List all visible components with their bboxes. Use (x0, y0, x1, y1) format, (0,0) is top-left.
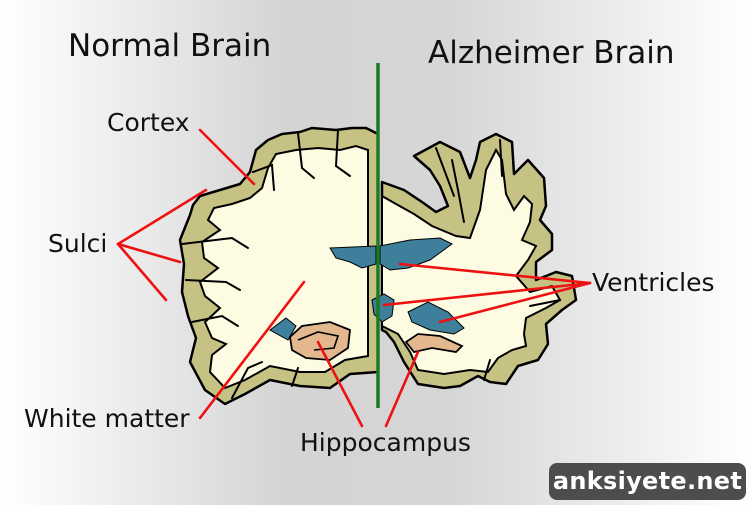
pointer-sulci-1 (116, 188, 208, 246)
normal-hippocampus-curl (297, 331, 340, 351)
sulcus-fold (297, 132, 315, 179)
normal-hippocampus (289, 321, 351, 361)
sulcus-fold (483, 359, 491, 381)
watermark-badge: anksiyete.net (549, 463, 746, 500)
sulcus-fold (529, 299, 561, 307)
white-matter-label: White matter (24, 404, 190, 433)
cortex-label: Cortex (107, 108, 190, 137)
alzheimer-ventricle-upper (379, 237, 453, 271)
sulcus-fold (191, 314, 239, 327)
normal-brain (178, 126, 380, 406)
pointer-sulci-3 (116, 242, 168, 302)
sulci-label: Sulci (48, 229, 108, 258)
alzheimer-brain (371, 132, 578, 390)
sulcus-fold (252, 163, 275, 191)
sulcus-fold (185, 279, 241, 291)
ventricles-label: Ventricles (592, 268, 715, 297)
pointer-white-matter (198, 280, 306, 420)
normal-ventricle-upper (329, 245, 377, 269)
pointer-ventricles-3 (438, 281, 592, 324)
pointer-cortex (198, 128, 256, 186)
pointer-hippocampus-1 (316, 340, 364, 428)
normal-brain-title: Normal Brain (68, 28, 272, 64)
sulcus-fold (499, 139, 503, 177)
sulcus-fold (334, 129, 351, 177)
sulcus-fold (451, 159, 465, 223)
sulcus-fold (181, 236, 249, 249)
pointer-hippocampus-2 (384, 350, 420, 428)
alzheimer-brain-title: Alzheimer Brain (428, 35, 675, 71)
sulcus-fold (291, 367, 299, 387)
hippocampus-label: Hippocampus (300, 428, 471, 457)
alzheimer-ventricle-lower (407, 301, 465, 335)
pointer-ventricles-2 (382, 281, 592, 307)
sulcus-fold (435, 147, 455, 197)
pointer-ventricles-1 (398, 262, 592, 285)
normal-ventricle-lower (269, 317, 297, 341)
sulcus-fold (231, 361, 263, 399)
pointer-sulci-2 (116, 242, 182, 264)
